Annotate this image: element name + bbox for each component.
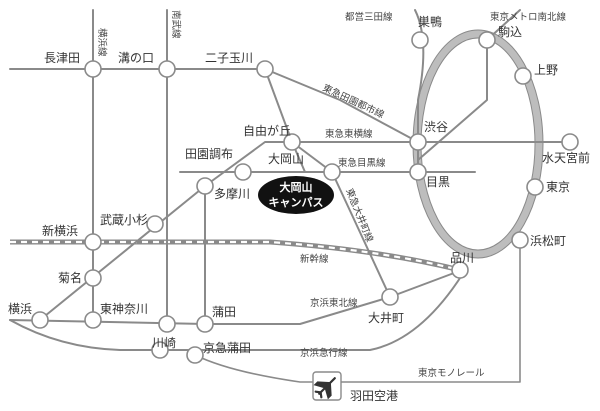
keihin-tohoku-south [9, 269, 463, 325]
station-label-keikyukamata: 京急蒲田 [203, 340, 251, 355]
station-ookayama[interactable]: 大岡山 [268, 152, 341, 181]
station-tamagawa[interactable]: 多摩川 [196, 177, 250, 201]
station-label-kikuna: 菊名 [58, 270, 82, 285]
station-label-higashikanagawa: 東神奈川 [100, 302, 148, 316]
station-meguro[interactable]: 目黒 [409, 163, 450, 189]
tokyu-denentoshi-to-shibuya [264, 68, 419, 143]
station-label-shibuya: 渋谷 [424, 120, 448, 134]
station-nambu-kamata-junction[interactable] [158, 315, 176, 333]
station-keikyukamata[interactable]: 京急蒲田 [186, 340, 251, 364]
station-label-kamata: 蒲田 [212, 305, 236, 319]
station-kikuna[interactable]: 菊名 [58, 269, 102, 287]
label-nambu-line: 南武線 [170, 10, 182, 39]
station-oimachi[interactable]: 大井町 [368, 288, 404, 325]
station-label-komagome: 駒込 [498, 25, 522, 39]
station-label-suitengumae: 水天宮前 [542, 150, 590, 165]
shinkansen-line [10, 239, 461, 273]
station-kawasaki[interactable]: 川崎 [151, 336, 176, 359]
station-shinyokohama[interactable]: 新横浜 [42, 223, 102, 251]
label-yokohama-line: 横浜線 [96, 28, 108, 57]
station-label-shinyokohama: 新横浜 [42, 223, 78, 238]
station-label-hamamatsucho: 浜松町 [530, 234, 566, 248]
station-label-sugamo: 巣鴨 [418, 15, 442, 29]
campus-label-line2: キャンパス [269, 196, 324, 209]
label-tokyo-monorail: 東京モノレール [418, 367, 485, 379]
station-kamata[interactable]: 蒲田 [196, 305, 236, 333]
label-tokyu-oimachi: 東急大井町線 [343, 187, 376, 245]
station-futakotamagawa[interactable]: 二子玉川 [205, 51, 274, 78]
station-musashikosugi[interactable]: 武蔵小杉 [100, 213, 164, 233]
label-tokyu-meguro: 東急目黒線 [338, 157, 386, 169]
label-tokyu-toyoko: 東急東横線 [325, 128, 373, 140]
station-label-shinagawa: 品川 [450, 251, 474, 265]
station-yokohama[interactable]: 横浜 [8, 302, 49, 329]
station-shibuya[interactable]: 渋谷 [409, 120, 448, 151]
station-shinagawa[interactable]: 品川 [450, 251, 474, 279]
label-keikyu: 京浜急行線 [300, 347, 348, 359]
keikyu-line [9, 274, 463, 351]
tokyo-monorail-line [194, 239, 521, 383]
toei-mita-line [414, 9, 425, 173]
station-mizonokuchi[interactable]: 溝の口 [118, 51, 176, 78]
station-label-jiyugaoka: 自由が丘 [243, 123, 291, 138]
station-label-oimachi: 大井町 [368, 311, 404, 325]
station-komagome[interactable]: 駒込 [478, 25, 522, 49]
station-hanedakuko[interactable]: 羽田空港 [312, 371, 398, 403]
station-label-musashikosugi: 武蔵小杉 [100, 213, 148, 227]
station-higashikanagawa[interactable]: 東神奈川 [84, 302, 148, 329]
label-shinkansen: 新幹線 [300, 253, 329, 265]
label-toei-mita: 都営三田線 [345, 11, 393, 23]
station-suitengumae[interactable]: 水天宮前 [542, 133, 590, 165]
airplane-icon [313, 377, 336, 400]
label-tokyu-denentoshi: 東急田園都市線 [321, 82, 387, 121]
tokyu-toyoko-line [39, 141, 291, 321]
station-jiyugaoka[interactable]: 自由が丘 [243, 123, 301, 151]
label-tokyo-metro-namboku: 東京メトロ南北線 [490, 11, 567, 23]
shinkansen-line-dash [10, 240, 461, 272]
campus-marker[interactable]: 大岡山 キャンパス [258, 176, 334, 214]
station-denenchofu[interactable]: 田園調布 [185, 147, 252, 181]
station-label-kawasaki: 川崎 [152, 336, 176, 350]
station-ueno[interactable]: 上野 [514, 63, 558, 85]
station-label-tokyo: 東京 [546, 180, 570, 194]
station-label-yokohama: 横浜 [8, 302, 32, 316]
station-label-meguro: 目黒 [426, 175, 450, 189]
station-sugamo[interactable]: 巣鴨 [411, 15, 442, 49]
station-nagatsuta[interactable]: 長津田 [44, 51, 102, 78]
station-label-futakotamagawa: 二子玉川 [205, 51, 253, 65]
station-tokyo[interactable]: 東京 [526, 178, 570, 196]
namboku-line [417, 9, 521, 161]
label-keihin-tohoku: 京浜東北線 [310, 297, 358, 309]
tokyu-oimachi-line [291, 141, 391, 298]
station-label-tamagawa: 多摩川 [214, 186, 250, 201]
station-label-mizonokuchi: 溝の口 [118, 51, 154, 65]
station-hamamatsucho[interactable]: 浜松町 [511, 231, 566, 249]
station-label-ookayama: 大岡山 [268, 152, 304, 166]
station-label-hanedakuko: 羽田空港 [350, 389, 398, 403]
station-label-denenchofu: 田園調布 [185, 147, 233, 161]
campus-label-line1: 大岡山 [280, 180, 313, 194]
station-label-ueno: 上野 [534, 63, 558, 77]
station-label-nagatsuta: 長津田 [44, 51, 80, 65]
